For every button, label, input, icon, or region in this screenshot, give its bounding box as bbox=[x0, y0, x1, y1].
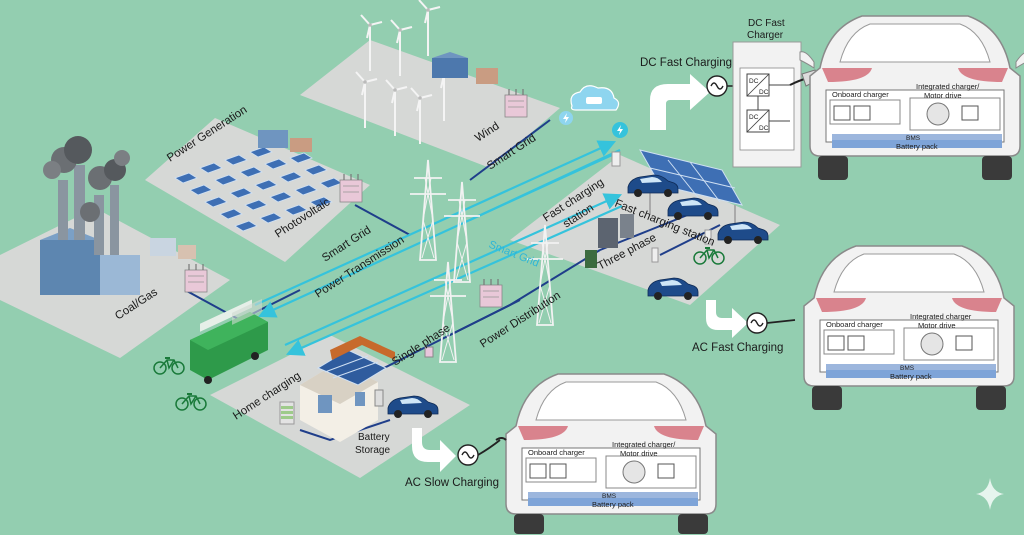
label-power-transmission: Power Transmission bbox=[313, 234, 406, 300]
distribution-transformer bbox=[479, 278, 503, 308]
photovoltaic-platform bbox=[145, 118, 370, 262]
car-dc-bms: BMS bbox=[906, 135, 921, 142]
electric-bus bbox=[190, 298, 268, 384]
car-acs-integrated-2: Motor drive bbox=[620, 449, 658, 458]
dc-fast-charger bbox=[732, 41, 819, 168]
mode-arrows bbox=[412, 74, 748, 472]
fast-charging-station bbox=[585, 149, 769, 301]
car-acf-battery: Battery pack bbox=[890, 372, 932, 381]
dc-block-1-out: DC bbox=[759, 89, 769, 96]
ac-sine-icon bbox=[746, 312, 768, 334]
car-acf-integrated-1: Integrated charger bbox=[910, 312, 972, 321]
ac-slow-arrow bbox=[412, 428, 456, 472]
car-acf-onboard: Onboard charger bbox=[826, 320, 883, 329]
ac-sine-icon bbox=[706, 75, 728, 97]
dc-block-1-in: DC bbox=[749, 78, 759, 85]
label-battery-storage-2: Storage bbox=[355, 445, 390, 456]
photovoltaic-field bbox=[174, 130, 343, 232]
power-lines bbox=[184, 119, 721, 442]
label-ac-slow-charging: AC Slow Charging bbox=[405, 477, 499, 489]
wind-farm bbox=[355, 0, 498, 145]
car-ac-slow bbox=[495, 373, 717, 534]
dc-arrow bbox=[650, 74, 710, 130]
cloud-car-icon bbox=[570, 85, 620, 111]
car-dc-integrated-1: Integrated charger/ bbox=[916, 82, 980, 91]
dc-charger-title-2: Charger bbox=[747, 30, 784, 41]
label-battery-storage-1: Battery bbox=[358, 432, 390, 443]
car-dc-integrated-2: Motor drive bbox=[924, 91, 962, 100]
car-acf-bms: BMS bbox=[900, 365, 915, 372]
car-dc bbox=[799, 15, 1024, 180]
plug-icon bbox=[612, 122, 628, 138]
wind-platform bbox=[300, 40, 560, 168]
ac-fast-arrow bbox=[706, 300, 748, 338]
coal-gas-plant bbox=[40, 136, 196, 295]
car-acs-bms: BMS bbox=[602, 493, 617, 500]
dc-block-2-out: DC bbox=[759, 125, 769, 132]
ac-sine-icon bbox=[457, 444, 479, 466]
car-dc-battery: Battery pack bbox=[896, 142, 938, 151]
fast-charging-platform bbox=[510, 155, 780, 305]
sparkle-icon bbox=[976, 478, 1004, 510]
car-acs-integrated-1: Integrated charger/ bbox=[612, 440, 676, 449]
dc-block-2-in: DC bbox=[749, 114, 759, 121]
label-dc-fast-charging: DC Fast Charging bbox=[640, 57, 732, 69]
home bbox=[279, 336, 434, 442]
car-acs-onboard: Onboard charger bbox=[528, 448, 585, 457]
car-acs-battery: Battery pack bbox=[592, 500, 634, 509]
label-ac-fast-charging: AC Fast Charging bbox=[692, 342, 783, 354]
bike-icon bbox=[153, 356, 185, 375]
dc-charger-title-1: DC Fast bbox=[748, 18, 785, 29]
car-ac-fast bbox=[803, 245, 1015, 410]
lightning-icon bbox=[559, 111, 573, 125]
bike-icon bbox=[175, 392, 207, 411]
car-dc-onboard: Onboard charger bbox=[832, 90, 889, 99]
car-acf-integrated-2: Motor drive bbox=[918, 321, 956, 330]
